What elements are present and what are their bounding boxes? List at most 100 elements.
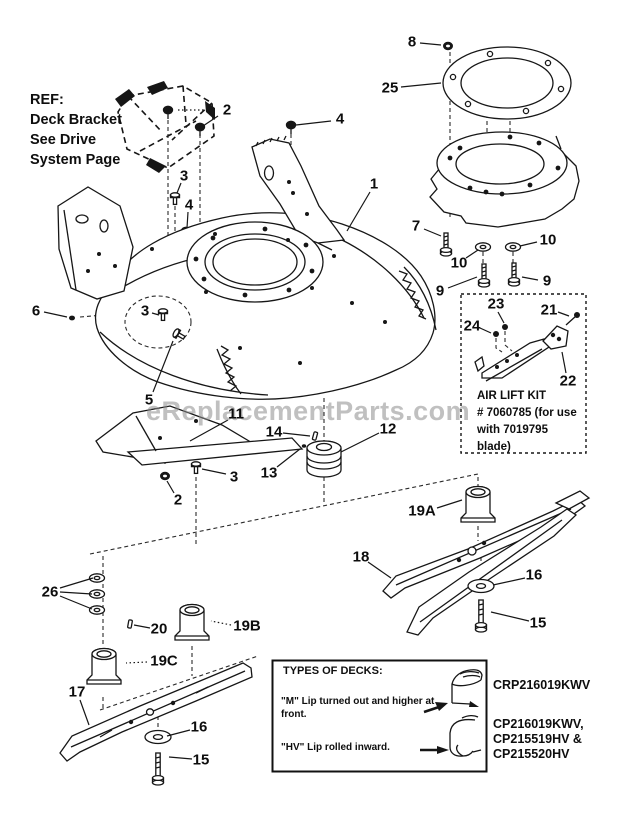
bolt-15 — [474, 599, 488, 633]
ref-deck-bracket — [115, 81, 215, 173]
leader-line — [519, 241, 538, 247]
leader-line — [497, 311, 505, 324]
key-14 — [311, 431, 319, 441]
callout-1: 1 — [369, 175, 379, 193]
straight-blade-assembly — [59, 662, 253, 786]
washer-10 — [504, 242, 522, 252]
callout-26: 26 — [41, 583, 59, 601]
leader-line — [295, 120, 332, 126]
leader-line — [561, 351, 567, 374]
leader-line — [152, 340, 174, 393]
deflector-plate — [95, 405, 304, 481]
callout-3: 3 — [140, 302, 150, 320]
leader-line — [367, 561, 392, 579]
ref-note-line: See Drive — [30, 132, 97, 148]
bolt-4-top — [285, 119, 297, 135]
callout-15: 15 — [529, 614, 547, 632]
blade-adapter-19a — [460, 485, 496, 523]
callout-23: 23 — [487, 295, 505, 313]
callout-16: 16 — [190, 718, 208, 736]
callout-24: 24 — [463, 317, 481, 335]
callout-7: 7 — [411, 217, 421, 235]
bolt-9 — [477, 263, 491, 288]
screw-23 — [502, 324, 508, 330]
carriage-bolt — [162, 104, 174, 120]
leader-line — [59, 591, 93, 595]
leader-line — [166, 480, 175, 494]
leader-line — [479, 327, 492, 334]
screw-24 — [493, 331, 499, 337]
leader-line — [79, 699, 90, 726]
m-lip-description: front. — [281, 709, 307, 720]
ref-note-line: System Page — [30, 152, 121, 168]
spacer-ring — [442, 41, 572, 120]
left-hardware — [86, 573, 210, 685]
blade-17 — [59, 662, 253, 762]
callout-19B: 19B — [233, 617, 261, 635]
leader-line — [557, 311, 570, 317]
leader-line — [125, 661, 148, 664]
bolt-9 — [507, 262, 521, 287]
leader-line — [447, 276, 478, 289]
model-number-hv: CP215519HV & — [493, 732, 582, 746]
leader-line — [201, 468, 227, 475]
callout-11: 11 — [228, 405, 244, 423]
right-bracket — [251, 138, 346, 244]
blade-18a — [382, 498, 587, 599]
pulley — [301, 431, 342, 478]
deck-housing — [57, 135, 437, 400]
callout-22: 22 — [559, 372, 577, 390]
callout-21: 21 — [540, 301, 558, 319]
leader-line — [202, 115, 219, 127]
carriage-bolt — [194, 121, 206, 137]
callout-15: 15 — [192, 751, 210, 769]
callout-13: 13 — [260, 464, 278, 482]
serrated-edge-bottom — [220, 345, 238, 392]
leader-line — [176, 182, 182, 194]
leader-line — [43, 311, 68, 318]
air-lift-kit-text: # 7060785 (for use — [477, 407, 577, 419]
nut-2 — [160, 471, 170, 481]
blower-housing — [429, 131, 580, 288]
hv-lip-profile — [420, 714, 482, 757]
leader-line — [133, 624, 151, 629]
leader-line — [346, 191, 371, 232]
leader-line — [340, 432, 380, 453]
rivet-6 — [69, 315, 75, 321]
air-lift-kit-text: AIR LIFT KIT — [477, 390, 546, 402]
washer-16 — [144, 729, 172, 745]
air-lift-kit — [460, 293, 587, 454]
air-lift-bracket — [542, 325, 569, 350]
callout-19A: 19A — [408, 502, 436, 520]
air-lift-plate — [481, 338, 550, 379]
bolt-21 — [574, 312, 580, 318]
ref-note-line: REF: — [30, 92, 64, 108]
callout-3: 3 — [229, 468, 239, 486]
leader-line — [210, 620, 232, 626]
leader-line — [151, 312, 160, 316]
callout-8: 8 — [407, 33, 417, 51]
washer-16 — [467, 578, 495, 594]
m-lip-description: "M" Lip turned out and higher at — [281, 696, 435, 707]
callout-4: 4 — [184, 196, 194, 214]
blade-adapter-19b — [174, 603, 210, 641]
leader-line — [465, 249, 479, 259]
leader-line — [490, 611, 530, 622]
model-number-hv: CP216019KWV, — [493, 717, 584, 731]
callout-12: 12 — [379, 420, 397, 438]
callout-14: 14 — [265, 423, 283, 441]
key-20 — [126, 619, 134, 629]
callout-19C: 19C — [150, 652, 178, 670]
callout-2: 2 — [222, 101, 232, 119]
callout-10: 10 — [450, 254, 468, 272]
callout-6: 6 — [31, 302, 41, 320]
deck-types-title: TYPES OF DECKS: — [283, 665, 383, 677]
screw-7 — [439, 232, 453, 257]
leader-line — [168, 756, 193, 760]
blade-adapter-19c — [86, 647, 122, 685]
screw-3-deflector — [190, 461, 202, 475]
callout-16: 16 — [525, 566, 543, 584]
leader-line — [59, 577, 94, 589]
